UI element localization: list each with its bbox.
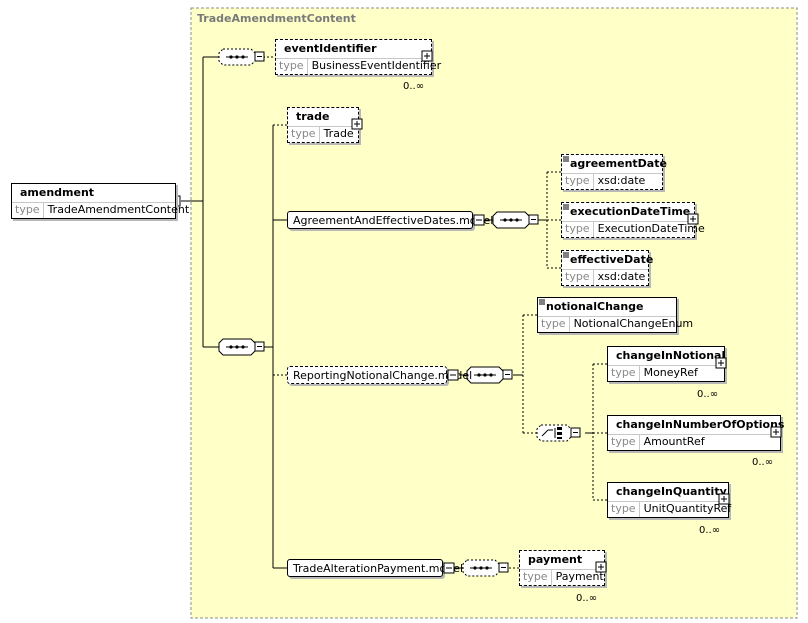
connectors (181, 56, 607, 569)
sequence-compositor-payment[interactable] (462, 559, 509, 577)
choice-compositor[interactable] (536, 424, 581, 442)
sequence-compositor-dates[interactable] (492, 211, 539, 229)
cardinality-label: 0..∞ (403, 81, 425, 92)
element-event-identifier[interactable]: eventIdentifier type BusinessEventIdenti… (275, 39, 441, 75)
type-value: AmountRef (643, 435, 705, 448)
group-agreement-and-effective-dates[interactable]: AgreementAndEffectiveDates.model (287, 211, 493, 229)
group-reporting-notional-change[interactable]: ReportingNotionalChange.model (287, 366, 472, 384)
type-value: xsd:date (597, 270, 646, 283)
element-type-row: type Trade (288, 126, 358, 142)
type-value: Trade (323, 127, 354, 140)
type-value: NotionalChangeEnum (573, 317, 694, 330)
cardinality-label: 0..∞ (752, 457, 774, 468)
type-label: type (608, 435, 640, 450)
element-name: amendment (20, 186, 95, 199)
type-value: TradeAmendmentContent (47, 203, 190, 216)
type-label: type (276, 59, 308, 74)
element-name: executionDateTime (570, 205, 691, 218)
type-label: type (288, 127, 320, 142)
element-name: effectiveDate (570, 253, 654, 266)
type-label: type (608, 366, 640, 381)
type-value: MoneyRef (643, 366, 698, 379)
element-notional-change[interactable]: notionalChange type NotionalChangeEnum (537, 297, 693, 333)
sequence-compositor-top[interactable] (218, 48, 265, 66)
cardinality-label: 0..∞ (576, 593, 598, 604)
cardinality-label: 0..∞ (699, 525, 721, 536)
type-value: ExecutionDateTime (597, 222, 705, 235)
element-change-in-number-of-options[interactable]: changeInNumberOfOptions type AmountRef (607, 415, 785, 451)
element-type-row: type NotionalChangeEnum (538, 316, 693, 332)
root-element-amendment[interactable]: amendment type TradeAmendmentContent (11, 183, 189, 219)
element-type-row: type xsd:date (562, 173, 662, 189)
element-type-row: type Payment (520, 569, 604, 585)
group-trade-alteration-payment[interactable]: TradeAlterationPayment.model (287, 559, 463, 577)
element-execution-date-time[interactable]: executionDateTime type ExecutionDateTime (561, 202, 705, 238)
element-name: changeInNumberOfOptions (616, 418, 785, 431)
type-label: type (562, 270, 594, 285)
type-value: xsd:date (597, 174, 646, 187)
element-trade[interactable]: trade type Trade (287, 107, 359, 143)
element-type-row: type ExecutionDateTime (562, 221, 705, 237)
element-name: eventIdentifier (284, 42, 377, 55)
cardinality-label: 0..∞ (697, 389, 719, 400)
element-name: trade (296, 110, 330, 123)
type-label: type (520, 570, 552, 585)
element-name: notionalChange (546, 300, 644, 313)
element-name: changeInNotional (616, 349, 726, 362)
element-type-row: type MoneyRef (608, 365, 724, 381)
complex-type-title: TradeAmendmentContent (197, 12, 356, 25)
element-name: payment (528, 553, 583, 566)
type-label: type (562, 222, 594, 237)
type-value: Payment (555, 570, 604, 583)
element-type-row: type UnitQuantityRef (608, 501, 731, 517)
sequence-compositor-main[interactable] (218, 338, 265, 356)
type-label: type (562, 174, 594, 189)
element-payment[interactable]: payment type Payment (519, 550, 605, 586)
element-name: agreementDate (570, 157, 667, 170)
element-name: changeInQuantity (616, 485, 727, 498)
element-type-row: type TradeAmendmentContent (12, 202, 189, 218)
element-type-row: type BusinessEventIdentifier (276, 58, 441, 74)
type-value: UnitQuantityRef (643, 502, 732, 515)
element-type-row: type AmountRef (608, 434, 780, 450)
type-label: type (538, 317, 570, 332)
element-change-in-notional[interactable]: changeInNotional type MoneyRef (607, 346, 725, 382)
type-label: type (608, 502, 640, 517)
element-agreement-date[interactable]: agreementDate type xsd:date (561, 154, 667, 190)
element-type-row: type xsd:date (562, 269, 648, 285)
type-label: type (12, 203, 44, 218)
type-value: BusinessEventIdentifier (311, 59, 442, 72)
element-change-in-quantity[interactable]: changeInQuantity type UnitQuantityRef (607, 482, 731, 518)
sequence-compositor-notional[interactable] (466, 366, 513, 384)
element-effective-date[interactable]: effectiveDate type xsd:date (561, 250, 654, 286)
